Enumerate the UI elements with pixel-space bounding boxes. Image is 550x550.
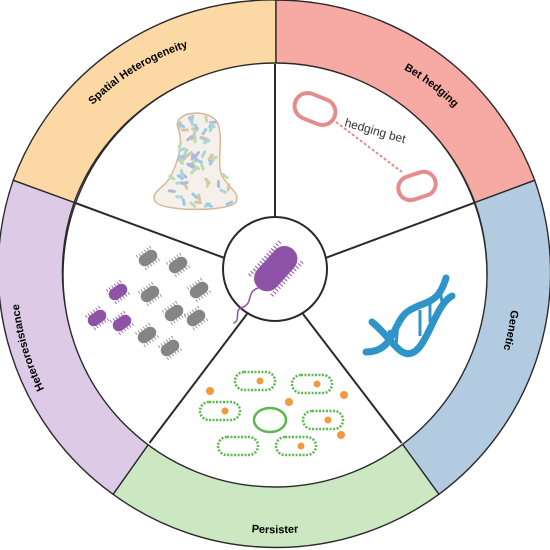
biofilm-cell (168, 174, 176, 181)
bet-cell-bottom (396, 169, 438, 203)
dna-strand-a (362, 274, 450, 356)
spokes (73, 64, 476, 444)
biofilm-cell (190, 167, 197, 175)
biofilm-cell (202, 139, 211, 145)
biofilm-cell (167, 189, 176, 193)
persister-dot (256, 377, 264, 385)
free-dot (285, 398, 293, 406)
bacterium-body (254, 246, 298, 292)
persister-cell (290, 373, 334, 395)
biofilm-cell (175, 195, 184, 199)
biofilm-cell (194, 200, 203, 205)
biofilm-cells (167, 114, 234, 208)
persister-dot (313, 380, 321, 388)
biofilm-cell (182, 148, 189, 156)
bacterium-pili (248, 240, 304, 297)
persister-cells-icon (198, 370, 348, 457)
persister-cell (198, 400, 242, 422)
biofilm-cell (186, 162, 195, 167)
population-bacterium (137, 281, 163, 307)
biofilm-cell (180, 180, 189, 186)
persister-cell (301, 409, 345, 431)
population-bacterium (157, 335, 183, 361)
biofilm-cell (204, 114, 209, 123)
persister-cell (274, 435, 318, 457)
bacterium-flagellum (232, 287, 259, 324)
biofilm-cell (185, 151, 193, 158)
biofilm-cell (190, 152, 195, 161)
biofilm-cell (221, 172, 229, 180)
biofilm-cell (204, 177, 211, 185)
population-bacterium (165, 252, 191, 278)
biofilm-cell (219, 188, 227, 194)
biofilm-cell (209, 155, 218, 161)
spoke-right (319, 201, 476, 261)
biofilm-cell (205, 202, 213, 208)
free-dot (337, 431, 345, 439)
biofilm-cell (194, 123, 199, 132)
biofilm-cell (197, 193, 202, 202)
biofilm-cell (181, 198, 186, 207)
biofilm-cell (178, 157, 184, 165)
spoke-lower-left (148, 313, 248, 444)
population-bacterium (109, 310, 135, 336)
biofilm-cell (191, 192, 199, 199)
dna-rungs (384, 289, 444, 347)
persister-cell (233, 370, 277, 392)
biofilm-cell (177, 140, 183, 149)
dormant-cell (252, 406, 288, 434)
biofilm-cell (200, 162, 205, 171)
biofilm-cell (179, 169, 185, 177)
center-hub (222, 216, 328, 324)
biofilm-cell (180, 128, 189, 132)
spoke-lower-right (302, 313, 403, 444)
population-bacterium (161, 300, 187, 326)
segment-label-persister: Persister (251, 523, 299, 536)
biofilm-cell (177, 155, 186, 159)
biofilm-cell (193, 151, 200, 159)
biofilm-cell (226, 183, 231, 192)
population-bacterium (183, 305, 209, 331)
biofilm-cell (190, 118, 195, 127)
biofilm-cell (190, 133, 197, 141)
ring-band-spatial (12, 0, 277, 204)
biofilm-cell (177, 147, 186, 153)
persister-dot (297, 442, 305, 450)
population-bacterium (134, 322, 160, 348)
biofilm-cell (200, 150, 207, 159)
spoke-left (73, 201, 231, 261)
biofilm-cell (225, 200, 234, 206)
bacteria-population-icon (84, 245, 212, 361)
biofilm-cell (207, 153, 214, 161)
bacterium-icon (232, 240, 304, 324)
biofilm-cell (177, 122, 186, 129)
biofilm-cell (216, 180, 220, 189)
persister-dot (324, 416, 332, 424)
svg-text:Persister: Persister (251, 523, 299, 536)
population-bacterium (84, 305, 110, 331)
biofilm-cell (186, 135, 194, 142)
population-bacterium (186, 277, 212, 303)
biofilm-cell (201, 128, 208, 136)
free-dot (206, 387, 214, 395)
biofilm-cell (189, 201, 197, 208)
biofilm-cell (176, 174, 184, 180)
biofilm-icon (153, 112, 238, 211)
bet-cell-top (292, 91, 338, 127)
persister-dot (221, 407, 229, 415)
population-bacterium (135, 245, 161, 271)
dna-helix-icon (362, 274, 456, 358)
persister-cell (216, 435, 260, 457)
biofilm-cell (208, 124, 215, 133)
population-bacterium (105, 279, 131, 305)
free-dot (340, 391, 348, 399)
biofilm-cell (192, 164, 201, 171)
bet-dashed-link (335, 121, 403, 173)
